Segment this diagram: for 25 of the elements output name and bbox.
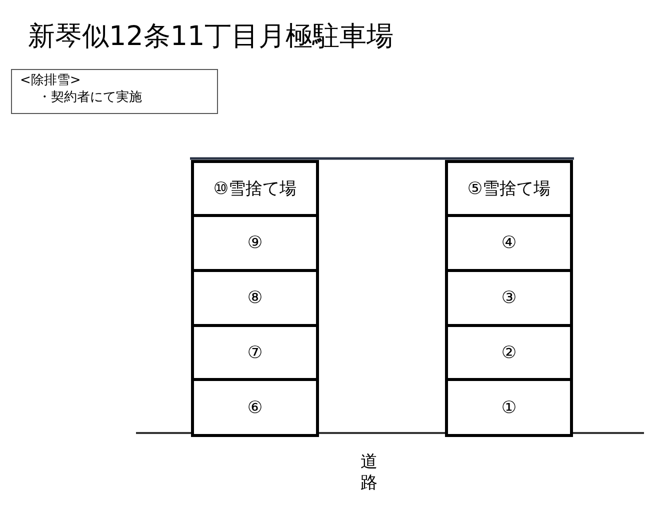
space-number: ⑥ — [247, 398, 263, 418]
space-number: ⑦ — [247, 342, 263, 362]
parking-space — [445, 214, 573, 272]
space-number: ⑨ — [247, 233, 263, 253]
parking-space — [445, 324, 573, 381]
space-number: ② — [501, 342, 517, 362]
parking-space — [191, 214, 319, 272]
parking-space — [445, 378, 573, 437]
space-number: ① — [501, 398, 517, 418]
note-heading: <除排雪> — [20, 72, 82, 89]
parking-space — [191, 378, 319, 437]
space-number: ⑩雪捨て場 — [213, 178, 297, 200]
note-box — [11, 69, 218, 114]
road-label: 道路 — [360, 452, 378, 494]
parking-space — [445, 269, 573, 327]
space-number: ③ — [501, 288, 517, 308]
title: 新琴似12条11丁目月極駐車場 — [28, 20, 394, 54]
note-text: ・契約者にて実施 — [37, 89, 143, 106]
space-number: ⑤雪捨て場 — [467, 178, 551, 200]
space-number: ⑧ — [247, 288, 263, 308]
parking-space — [191, 160, 319, 217]
space-number: ④ — [501, 233, 517, 253]
parking-space — [191, 324, 319, 381]
parking-space — [445, 160, 573, 217]
parking-space — [191, 269, 319, 327]
